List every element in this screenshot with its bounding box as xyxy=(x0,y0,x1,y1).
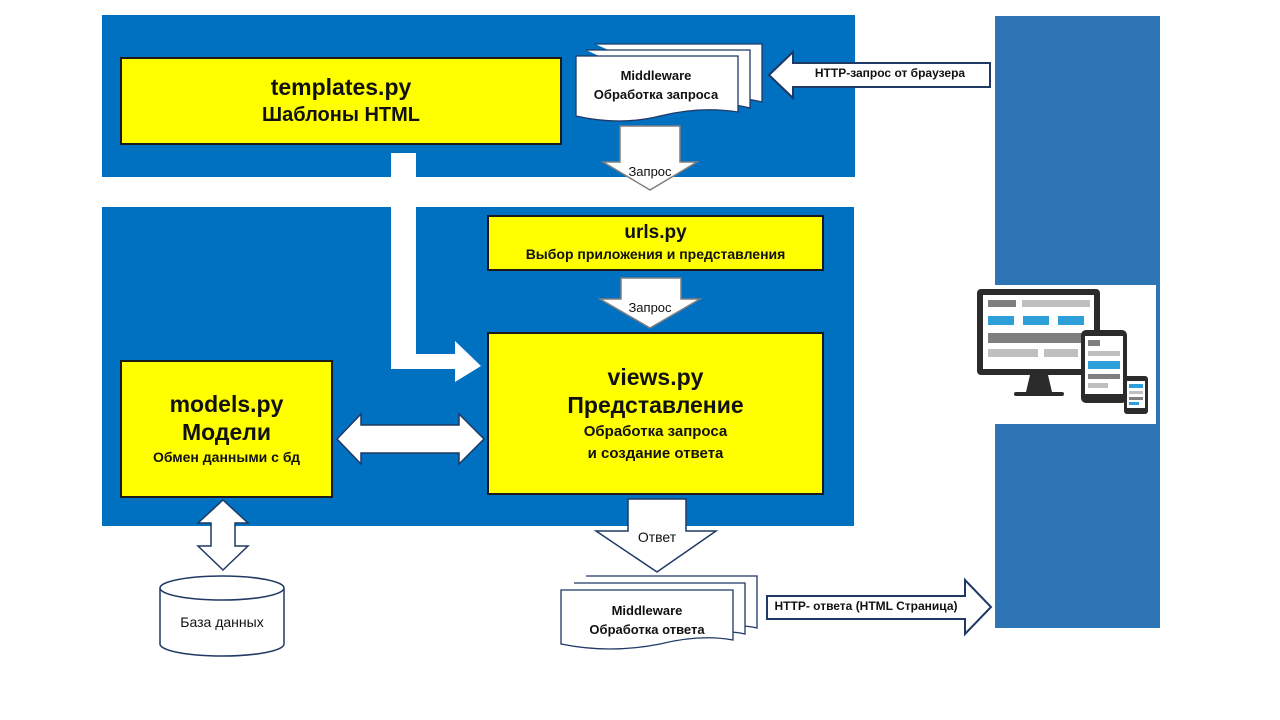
models-db-double-arrow xyxy=(196,498,250,572)
http-response-label: HTTP- ответа (HTML Страница) xyxy=(774,599,958,613)
middleware-request-label: Middleware Обработка запроса xyxy=(576,66,736,104)
http-request-label: HTTP-запрос от браузера xyxy=(814,66,966,80)
middleware-request-doc-shape xyxy=(575,43,763,122)
models-desc-label: Обмен данными с бд xyxy=(152,449,301,465)
templates-to-views-arrow xyxy=(391,153,481,382)
middleware-response-label: Middleware Обработка ответа xyxy=(561,601,733,639)
views-title-label: Представление xyxy=(567,391,744,418)
request-arrow-2-label: Запрос xyxy=(628,300,672,315)
templates-desc-label: Шаблоны HTML xyxy=(262,104,420,126)
http-response-arrow xyxy=(766,577,993,637)
database-cylinder xyxy=(159,575,285,657)
urls-desc-label: Выбор приложения и представления xyxy=(525,246,786,262)
urls-box: urls.py Выбор приложения и представления xyxy=(487,215,824,271)
templates-file-label: templates.py xyxy=(270,74,412,100)
response-arrow-label: Ответ xyxy=(637,529,677,545)
views-file-label: views.py xyxy=(607,363,704,390)
models-file-label: models.py xyxy=(169,391,284,417)
middleware-request-title: Middleware xyxy=(620,68,692,83)
views-box: views.py Представление Обработка запроса… xyxy=(487,332,824,495)
models-title-label: Модели xyxy=(181,419,272,445)
request-arrow-2 xyxy=(597,277,703,329)
request-arrow-1-label: Запрос xyxy=(628,164,672,179)
middleware-request-desc: Обработка запроса xyxy=(593,87,719,102)
urls-file-label: urls.py xyxy=(624,222,687,243)
http-request-arrow xyxy=(767,49,991,101)
views-desc1-label: Обработка запроса xyxy=(583,422,728,440)
request-arrow-1 xyxy=(600,125,700,191)
devices-illustration xyxy=(968,285,1156,424)
templates-box: templates.py Шаблоны HTML xyxy=(120,57,562,145)
models-box: models.py Модели Обмен данными с бд xyxy=(120,360,333,498)
response-arrow xyxy=(593,498,719,573)
middleware-response-title: Middleware xyxy=(611,603,683,618)
models-views-double-arrow xyxy=(335,412,486,466)
middleware-response-doc-shape xyxy=(560,575,758,650)
views-desc2-label: и создание ответа xyxy=(587,444,724,462)
database-label: База данных xyxy=(180,614,264,630)
middleware-response-desc: Обработка ответа xyxy=(589,622,705,637)
